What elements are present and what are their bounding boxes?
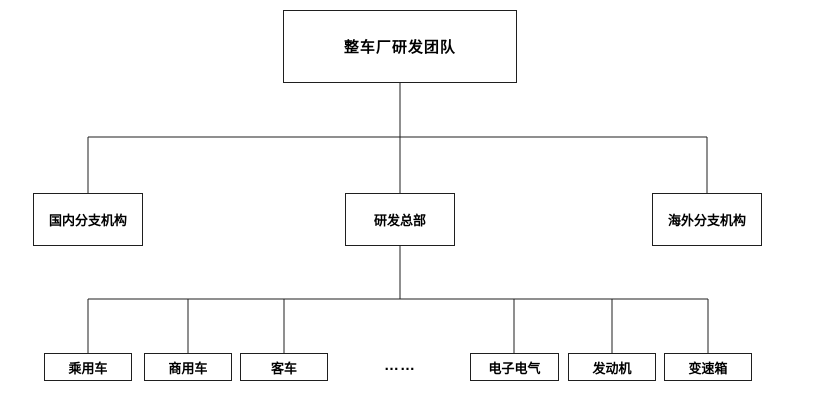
more-departments-ellipsis: ……	[366, 351, 434, 379]
node-domestic-branch: 国内分支机构	[33, 193, 143, 246]
node-rd-headquarters-label: 研发总部	[373, 213, 426, 228]
node-passenger-car: 乘用车	[44, 353, 132, 381]
node-engine-label: 发动机	[592, 360, 632, 376]
node-electronics-electrical-label: 电子电气	[488, 360, 541, 376]
node-overseas-branch-label: 海外分支机构	[667, 213, 746, 228]
node-electronics-electrical: 电子电气	[470, 353, 559, 381]
node-gearbox-label: 变速箱	[688, 360, 728, 376]
node-gearbox: 变速箱	[664, 353, 752, 381]
node-passenger-car-label: 乘用车	[68, 360, 108, 376]
node-commercial-vehicle-label: 商用车	[168, 360, 208, 376]
node-domestic-branch-label: 国内分支机构	[48, 213, 127, 228]
node-overseas-branch: 海外分支机构	[652, 193, 762, 246]
node-commercial-vehicle: 商用车	[144, 353, 232, 381]
node-bus: 客车	[240, 353, 328, 381]
node-engine: 发动机	[568, 353, 656, 381]
more-departments-ellipsis-label: ……	[384, 356, 416, 374]
node-root: 整车厂研发团队	[283, 10, 517, 83]
node-bus-label: 客车	[270, 360, 297, 376]
node-rd-headquarters: 研发总部	[345, 193, 455, 246]
node-root-label: 整车厂研发团队	[343, 39, 456, 56]
